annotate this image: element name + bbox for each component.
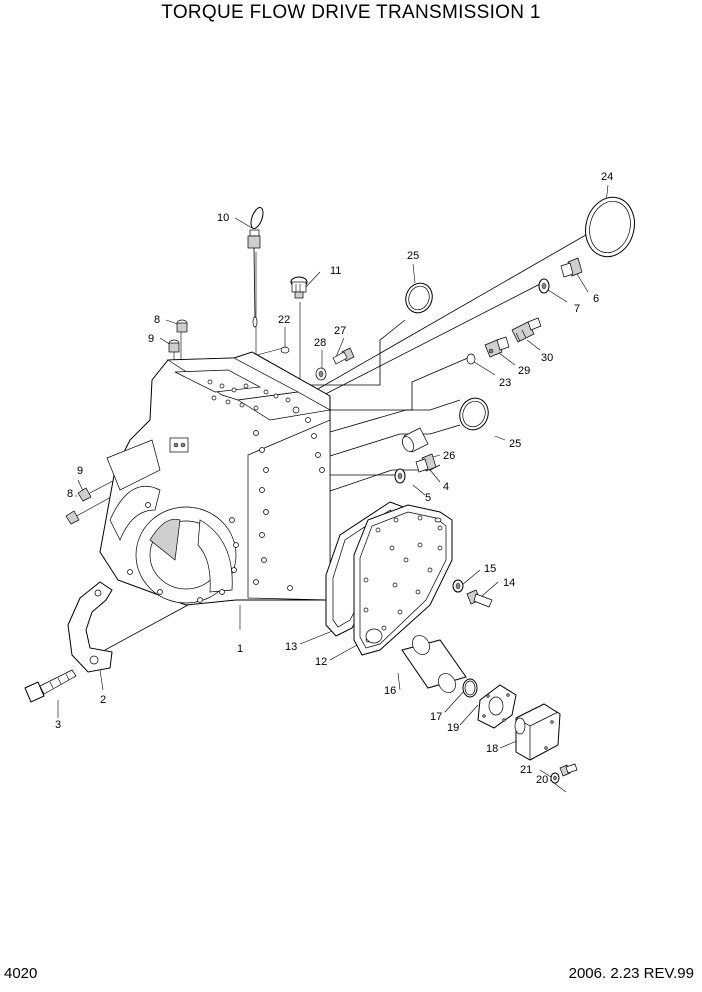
plugs-left-parts-8-9 xyxy=(65,487,92,525)
callout-20: 20 xyxy=(536,774,548,786)
callout-18: 18 xyxy=(486,743,498,755)
callout-29: 29 xyxy=(518,365,530,377)
callout-21: 21 xyxy=(520,764,532,776)
washer-part-15 xyxy=(452,579,464,593)
washer-part-7 xyxy=(538,278,550,294)
callout-14: 14 xyxy=(503,577,515,589)
plug-part-4 xyxy=(415,453,437,473)
transmission-housing xyxy=(99,351,332,606)
callout-22: 22 xyxy=(278,314,290,326)
callout-4: 4 xyxy=(443,481,449,493)
bolt-part-20 xyxy=(559,763,578,777)
callout-labels: 1 2 3 4 5 6 7 8 9 9 8 10 11 12 13 14 15 … xyxy=(55,171,613,786)
oring-part-22 xyxy=(280,346,290,354)
washer-part-21 xyxy=(550,772,560,784)
callout-30: 30 xyxy=(541,352,553,364)
callout-25-top: 25 xyxy=(407,250,419,262)
page-title: TORQUE FLOW DRIVE TRANSMISSION 1 xyxy=(161,2,541,23)
bolt-part-27 xyxy=(332,347,355,365)
callout-16: 16 xyxy=(384,685,396,697)
revision-date: 2006. 2.23 REV.99 xyxy=(568,965,694,982)
callout-1: 1 xyxy=(237,643,243,655)
callout-13: 13 xyxy=(285,641,297,653)
callout-8-left: 8 xyxy=(67,488,73,500)
callout-23: 23 xyxy=(499,377,511,389)
callout-10: 10 xyxy=(217,212,229,224)
callout-9-top: 9 xyxy=(148,333,154,345)
callout-24: 24 xyxy=(601,171,613,183)
oring-part-23 xyxy=(466,353,476,365)
cover-plate-part-12 xyxy=(353,504,453,656)
cover-part-18 xyxy=(514,703,561,761)
washer-part-28 xyxy=(315,367,327,381)
callout-5: 5 xyxy=(425,492,431,504)
callout-15: 15 xyxy=(484,563,496,575)
callout-19: 19 xyxy=(447,722,459,734)
callout-12: 12 xyxy=(315,656,327,668)
callout-6: 6 xyxy=(593,293,599,305)
callout-8-top: 8 xyxy=(154,314,160,326)
sleeve-part-16 xyxy=(401,635,467,693)
sensor-part-30 xyxy=(511,317,542,343)
callout-7: 7 xyxy=(574,303,580,315)
callout-11: 11 xyxy=(330,265,341,277)
sensor-part-29 xyxy=(484,336,510,358)
plugs-top-parts-8-9 xyxy=(168,319,188,353)
callout-17: 17 xyxy=(430,711,442,723)
gasket-part-19 xyxy=(477,684,517,729)
callout-26: 26 xyxy=(443,450,455,462)
breather-part-11 xyxy=(290,276,308,299)
sleeve-part-26 xyxy=(401,427,429,453)
callout-28: 28 xyxy=(314,337,326,349)
bracket-part-2 xyxy=(67,581,113,673)
oring-part-24 xyxy=(585,196,635,258)
oring-part-25-upper xyxy=(405,282,433,314)
callout-27: 27 xyxy=(334,325,346,337)
callout-2: 2 xyxy=(100,694,106,706)
washer-part-5 xyxy=(394,468,406,484)
plug-part-6 xyxy=(560,257,583,278)
oring-part-17 xyxy=(462,678,478,698)
page-number: 4020 xyxy=(4,965,38,982)
bolt-part-3 xyxy=(24,669,77,703)
bolt-part-14 xyxy=(466,589,493,608)
callout-3: 3 xyxy=(55,719,61,731)
dipstick-part-10 xyxy=(247,207,264,328)
callout-25-right: 25 xyxy=(509,438,521,450)
oring-part-25-lower xyxy=(459,397,489,431)
callout-9-left: 9 xyxy=(77,465,83,477)
